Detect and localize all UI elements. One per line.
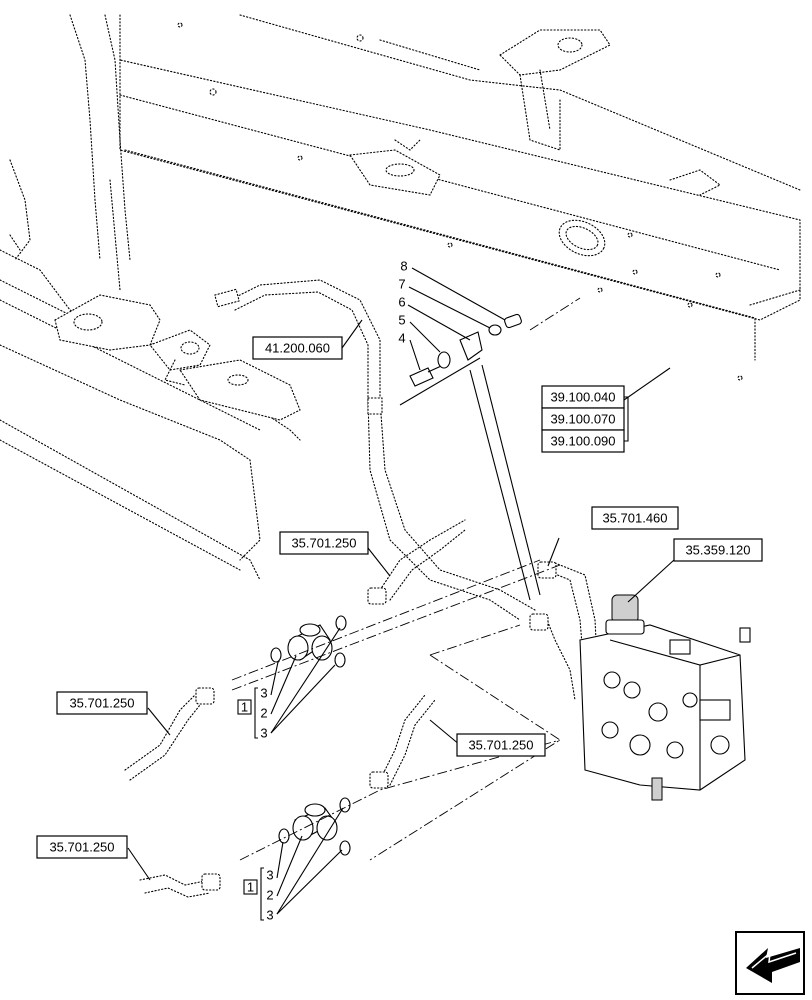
item-number-8: 8 [400, 259, 407, 274]
group-callout-upper: 1 3 2 3 [237, 686, 268, 741]
group-lower-item-2: 2 [266, 888, 273, 903]
item-number-6: 6 [398, 295, 405, 310]
ref-39-100-090[interactable]: 39.100.090 [541, 429, 625, 453]
item-number-5: 5 [398, 313, 405, 328]
navigation-arrow-icon[interactable] [735, 931, 805, 995]
group-lower-item-3a: 3 [266, 868, 273, 883]
item-number-4: 4 [398, 331, 405, 346]
group-upper-item-2: 2 [260, 706, 267, 721]
item-numbers: 8 7 6 5 4 [398, 259, 407, 346]
ref-35-701-250-a-label: 35.701.250 [291, 536, 356, 551]
ref-35-701-250-c[interactable]: 35.701.250 [456, 733, 546, 757]
group-lower-box-number: 1 [247, 880, 254, 895]
chassis-frame [0, 14, 801, 581]
tee-adapter-lower [278, 797, 351, 856]
ref-35-701-250-d-label: 35.701.250 [49, 840, 114, 855]
ref-35-701-460-label: 35.701.460 [602, 511, 667, 526]
leader-lines [127, 267, 675, 915]
ref-group-bracket [624, 396, 629, 442]
ref-41-200-060[interactable]: 41.200.060 [252, 336, 343, 360]
ref-35-701-250-c-label: 35.701.250 [468, 738, 533, 753]
hose-fittings [195, 561, 557, 891]
ref-35-701-250-b[interactable]: 35.701.250 [56, 691, 148, 715]
ref-39-100-040[interactable]: 39.100.040 [541, 385, 625, 409]
group-lower-item-3b: 3 [266, 908, 273, 923]
valve-block [579, 594, 751, 801]
ref-39-100-040-label: 39.100.040 [550, 390, 615, 405]
ref-35-701-250-a[interactable]: 35.701.250 [279, 531, 369, 555]
ref-35-701-250-b-label: 35.701.250 [69, 696, 134, 711]
ref-41-200-060-label: 41.200.060 [265, 341, 330, 356]
group-callout-lower: 1 3 2 3 [243, 867, 274, 923]
group-upper-item-3b: 3 [260, 726, 267, 741]
ref-39-100-070-label: 39.100.070 [550, 412, 615, 427]
group-upper-item-3a: 3 [260, 686, 267, 701]
fastener-parts [409, 313, 522, 387]
ref-39-100-070[interactable]: 39.100.070 [541, 407, 625, 431]
item-number-7: 7 [398, 277, 405, 292]
ref-35-701-460[interactable]: 35.701.460 [591, 506, 679, 530]
ref-35-359-120-label: 35.359.120 [685, 543, 750, 558]
tee-adapter-upper [270, 615, 347, 668]
center-lines [231, 297, 581, 861]
group-upper-box-number: 1 [241, 700, 248, 715]
hydraulic-hoses [124, 279, 601, 898]
ref-35-359-120[interactable]: 35.359.120 [673, 538, 763, 562]
ref-39-100-090-label: 39.100.090 [550, 434, 615, 449]
ref-35-701-250-d[interactable]: 35.701.250 [36, 835, 128, 859]
